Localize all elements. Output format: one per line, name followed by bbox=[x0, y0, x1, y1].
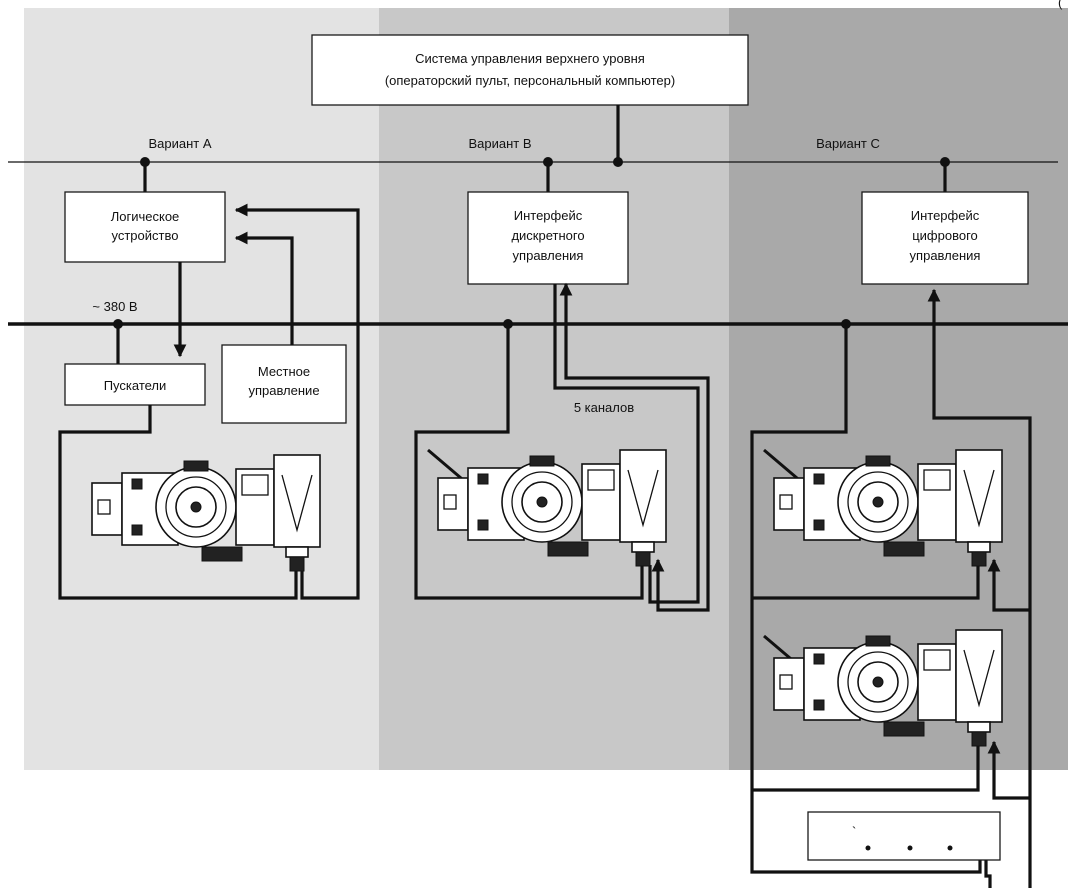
logic-device-box bbox=[64, 191, 226, 263]
channels-label: 5 каналов bbox=[574, 400, 634, 415]
digital-interface-line1: Интерфейс bbox=[911, 208, 980, 223]
terminator-glyph: ` bbox=[852, 824, 856, 839]
voltage-label: ~ 380 В bbox=[92, 299, 137, 314]
header-fragment: ( bbox=[1058, 0, 1063, 10]
local-control-line1: Местное bbox=[258, 364, 310, 379]
terminator-box bbox=[807, 811, 1001, 861]
junction-dot-icon bbox=[613, 157, 623, 167]
local-control-line2: управление bbox=[248, 383, 319, 398]
variant-c-panel bbox=[729, 8, 1068, 770]
variant-a-label: Вариант А bbox=[148, 136, 211, 151]
logic-device-line1: Логическое bbox=[111, 209, 180, 224]
top-system-line1: Система управления верхнего уровня bbox=[415, 51, 645, 66]
logic-device-line2: устройство bbox=[112, 228, 179, 243]
top-system-box bbox=[311, 34, 749, 106]
digital-interface-box bbox=[861, 191, 1029, 285]
top-system-line2: (операторский пульт, персональный компью… bbox=[385, 73, 675, 88]
discrete-interface-line3: управления bbox=[513, 248, 584, 263]
starters-label: Пускатели bbox=[104, 378, 167, 393]
discrete-interface-box bbox=[467, 191, 629, 285]
local-control-box bbox=[221, 344, 347, 424]
digital-interface-line2: цифрового bbox=[912, 228, 978, 243]
variant-b-label: Вариант В bbox=[468, 136, 531, 151]
discrete-interface-line1: Интерфейс bbox=[514, 208, 583, 223]
starters-box bbox=[64, 363, 206, 406]
discrete-interface-line2: дискретного bbox=[511, 228, 584, 243]
digital-interface-line3: управления bbox=[910, 248, 981, 263]
variant-c-label: Вариант С bbox=[816, 136, 880, 151]
